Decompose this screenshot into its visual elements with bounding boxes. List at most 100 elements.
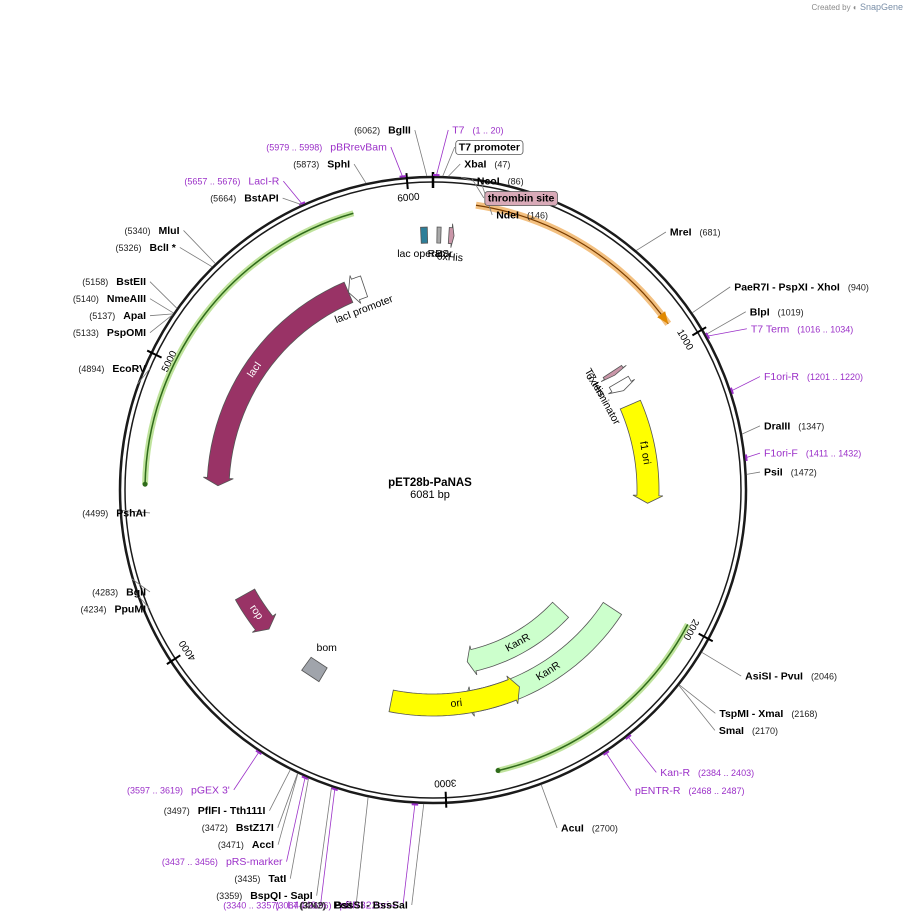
site-name: PsiI bbox=[764, 467, 783, 479]
enzyme-label: BlpI(1019) bbox=[750, 306, 804, 318]
site-position: (3359) bbox=[216, 891, 242, 901]
primer-label: Kan-R(2384 .. 2403) bbox=[660, 767, 754, 779]
site-name: BclI * bbox=[150, 242, 177, 254]
site-label-text: (3597 .. 3619)pGEX 3' bbox=[127, 784, 230, 796]
site-name: NcoI bbox=[477, 176, 500, 188]
leader-line bbox=[355, 797, 369, 906]
enzyme-label: (6062)BglII bbox=[354, 125, 411, 137]
site-position: (5326) bbox=[116, 243, 142, 253]
feature-arrow bbox=[619, 399, 664, 504]
primer-mark bbox=[301, 775, 309, 780]
site-name: BlpI bbox=[750, 306, 770, 318]
site-name: SphI bbox=[327, 159, 350, 171]
enzyme-label: (5133)PspOMI bbox=[73, 327, 146, 339]
enzyme-label: (5158)BstEII bbox=[82, 276, 146, 288]
leader-line bbox=[746, 471, 761, 475]
primer-mark bbox=[625, 734, 632, 740]
leader-line bbox=[149, 281, 178, 309]
feature-arrow bbox=[600, 364, 627, 382]
leader-line bbox=[411, 803, 425, 906]
leader-line bbox=[183, 230, 216, 264]
primer-label: F1ori-F(1411 .. 1432) bbox=[764, 448, 861, 460]
site-position: (681) bbox=[700, 228, 721, 238]
leader-line bbox=[282, 197, 302, 206]
site-label-box bbox=[484, 191, 558, 206]
site-name: LacI-R bbox=[248, 176, 279, 188]
tick-mark bbox=[166, 654, 181, 665]
enzyme-label: (4894)EcoRV bbox=[78, 363, 146, 375]
leader-line bbox=[320, 788, 336, 906]
enzyme-label: thrombin site bbox=[484, 191, 558, 206]
primer-label: (3340 .. 3357)L4440 bbox=[223, 900, 316, 912]
site-position: (5664) bbox=[210, 194, 236, 204]
plasmid-length: 6081 bp bbox=[410, 489, 450, 501]
leader-line bbox=[741, 425, 761, 435]
leader-line bbox=[540, 784, 558, 829]
tick-mark bbox=[444, 791, 448, 808]
feature-line bbox=[142, 210, 355, 485]
site-position: (4499) bbox=[82, 508, 108, 518]
feature-label: T7 terminator bbox=[582, 366, 623, 427]
feature-box bbox=[436, 226, 442, 244]
feature-label: ori bbox=[450, 697, 463, 710]
leader-line bbox=[277, 773, 299, 845]
site-label-text: (3497)PflFI - Tth111I bbox=[164, 805, 266, 817]
primer-label: (3087 .. 3106)pBR322ori-F bbox=[275, 900, 399, 912]
feature-arc-head bbox=[657, 311, 669, 324]
leader-line bbox=[442, 146, 456, 177]
site-label-text: Kan-R(2384 .. 2403) bbox=[660, 767, 754, 779]
feature-arrow bbox=[447, 223, 455, 248]
site-name: pGEX 3' bbox=[191, 784, 230, 796]
site-label-text: (5873)SphI bbox=[293, 159, 350, 171]
site-position: (86) bbox=[508, 177, 524, 187]
snapgene-credit: Created by ◐ SnapGene bbox=[812, 2, 904, 12]
site-name: BstEII bbox=[116, 276, 146, 288]
enzyme-label: MreI(681) bbox=[670, 227, 721, 239]
feature-label: lac operator bbox=[397, 248, 453, 260]
leader-line bbox=[131, 578, 151, 593]
site-label-text: (3435)TatI bbox=[234, 873, 286, 885]
site-label-text: thrombin site bbox=[488, 193, 555, 205]
primer-label: F1ori-R(1201 .. 1220) bbox=[764, 371, 863, 383]
leader-line bbox=[269, 769, 291, 811]
site-label-text: TspMI - XmaI(2168) bbox=[719, 708, 817, 720]
enzyme-label: AsiSI - PvuI(2046) bbox=[745, 671, 837, 683]
site-position: (1411 .. 1432) bbox=[806, 449, 861, 459]
site-label-text: pENTR-R(2468 .. 2487) bbox=[635, 785, 745, 797]
enzyme-label: (5664) BstAPI bbox=[210, 193, 279, 205]
leader-line bbox=[414, 129, 428, 177]
leader-line bbox=[286, 776, 306, 862]
feature-box bbox=[420, 226, 429, 244]
site-position: (3242) bbox=[299, 901, 325, 911]
site-name: BglII bbox=[388, 125, 411, 137]
site-label-text: NcoI (86) bbox=[477, 176, 524, 188]
feature-arrow bbox=[608, 375, 635, 395]
site-label-text: AcuI(2700) bbox=[561, 822, 618, 834]
site-position: (5140) bbox=[73, 294, 99, 304]
site-name: SmaI bbox=[719, 725, 744, 737]
leader-line bbox=[447, 163, 461, 177]
leader-line bbox=[460, 176, 473, 182]
site-name: DraIII bbox=[764, 420, 790, 432]
site-name: Kan-R bbox=[660, 767, 690, 779]
enzyme-label: NcoI (86) bbox=[477, 176, 524, 188]
site-position: (5133) bbox=[73, 328, 99, 338]
enzyme-label: DraIII(1347) bbox=[764, 420, 824, 432]
enzyme-label: (5873)SphI bbox=[293, 159, 350, 171]
site-position: (3437 .. 3456) bbox=[162, 857, 218, 867]
leader-line bbox=[233, 751, 260, 791]
feature-line-tip bbox=[142, 481, 148, 487]
site-name: BglI bbox=[126, 586, 146, 598]
site-name: TatI bbox=[268, 873, 286, 885]
site-name: BstAPI bbox=[244, 193, 279, 205]
tick-mark bbox=[405, 173, 409, 190]
site-label-text: (5979 .. 5998)pBRrevBam bbox=[266, 142, 387, 154]
site-label-text: (5140)NmeAIII bbox=[73, 293, 146, 305]
site-name: F1ori-R bbox=[764, 371, 799, 383]
site-name: pENTR-R bbox=[635, 785, 681, 797]
leader-line bbox=[435, 129, 449, 177]
enzyme-label: AcuI(2700) bbox=[561, 822, 618, 834]
site-label-text: PsiI(1472) bbox=[764, 467, 817, 479]
site-label-text: F1ori-R(1201 .. 1220) bbox=[764, 371, 863, 383]
site-name: PpuMI bbox=[115, 604, 147, 616]
